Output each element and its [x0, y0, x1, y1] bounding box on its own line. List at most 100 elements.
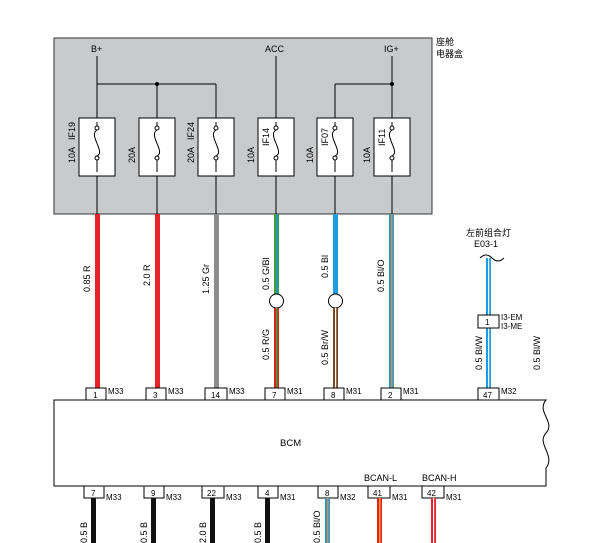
signal-label-bcan-l: BCAN-L [364, 473, 397, 483]
pin-connector: M33 [108, 387, 124, 396]
pin-number: 3 [153, 391, 158, 400]
fuse-rating: 10A [246, 147, 256, 163]
fuse-5: 10A IF11 [362, 117, 411, 177]
wire-label: 1.25 Gr [201, 264, 211, 294]
wire-lower-label: 0.5 Br/W [320, 329, 330, 365]
wire-label: 0.5 B [253, 522, 263, 543]
fuse-2: 20A IF24 [186, 117, 235, 177]
lamp-connector-a: I3-EM [501, 313, 523, 322]
fuse-rating: 20A [186, 147, 196, 163]
fuse-box-title-line1: 座舱 [436, 36, 454, 47]
fuse-0: 10A IF19 [67, 117, 116, 177]
fuse-4: 10A IF07 [305, 117, 354, 177]
wire-4: 0.5 Bl 0.5 Br/W [320, 214, 343, 388]
pin-number: 7 [272, 391, 277, 400]
pin-connector: M33 [166, 493, 182, 502]
pin-number: 2 [388, 391, 393, 400]
fuse-rating: 10A [305, 147, 315, 163]
fuse-box-title-line2: 电器盒 [436, 48, 463, 59]
cut-wire-icon [479, 254, 505, 262]
fuse-box [53, 37, 433, 215]
fuse-name: IF19 [67, 122, 77, 140]
bottom-wire-6 [431, 498, 436, 543]
pin-connector: M32 [501, 387, 517, 396]
pin-connector: M33 [229, 387, 245, 396]
pin-number: 41 [373, 489, 382, 498]
fuse-rating: 10A [67, 147, 77, 163]
pin-number: 8 [325, 489, 330, 498]
wire-label: 0.5 Bl/O [376, 259, 386, 292]
wire-label: 0.5 B [139, 522, 149, 543]
pin-number: 14 [211, 391, 220, 400]
wire-2: 1.25 Gr [201, 214, 219, 388]
wire-label: 0.5 Bl/O [312, 510, 322, 543]
bcm-bottom-pins [83, 485, 445, 499]
splice-node [269, 293, 284, 309]
fuse-name: IF14 [261, 128, 271, 146]
pin-number: 9 [151, 489, 156, 498]
pin-connector: M33 [168, 387, 184, 396]
pin-number: 47 [483, 391, 492, 400]
fuse-rating: 10A [362, 147, 372, 163]
source-label-acc: ACC [265, 44, 285, 54]
bcm-bottom-pin-labels: 7 M33 9 M33 22 M33 4 M31 8 M32 41 M31 42… [91, 489, 462, 502]
signal-label-bcan-h: BCAN-H [422, 473, 457, 483]
lamp-wire-label-right: 0.5 Bl/W [532, 335, 542, 370]
lamp-pin: 1 [485, 318, 490, 327]
wire-1: 2.0 R [142, 214, 160, 388]
bottom-wire-1: 0.5 B [139, 498, 156, 543]
wire-3: 0.5 G/Bl 0.5 R/G [261, 214, 284, 388]
pin-number: 22 [207, 489, 216, 498]
pin-number: 4 [265, 489, 270, 498]
fuse-rating: 20A [127, 147, 137, 163]
wire-label: 2.0 R [142, 264, 152, 286]
pin-connector: M31 [346, 387, 362, 396]
pin-number: 7 [91, 489, 96, 498]
lamp-connector-b: I3-ME [501, 322, 522, 331]
wire-0: 0.85 R [82, 214, 100, 388]
fuse-3: 10A IF14 [246, 117, 295, 177]
lamp-branch: 左前组合灯 E03-1 1 I3-EM I3-ME 0.5 Bl/W 0.5 B… [466, 227, 542, 388]
lamp-wire-label: 0.5 Bl/W [474, 335, 484, 370]
bcm-label: BCM [280, 438, 301, 449]
fuse-bus-lines [96, 56, 393, 214]
source-label-bplus: B+ [91, 44, 102, 54]
pin-connector: M31 [280, 493, 296, 502]
pin-connector: M31 [287, 387, 303, 396]
wire-label: 0.5 Bl [320, 255, 330, 278]
pin-connector: M31 [392, 493, 408, 502]
fuse-name: IF24 [186, 122, 196, 140]
pin-connector: M32 [340, 493, 356, 502]
wire-5: 0.5 Bl/O [376, 214, 394, 388]
bottom-wire-5 [377, 498, 382, 543]
bottom-wire-3: 0.5 B [253, 498, 270, 543]
bottom-wire-4: 0.5 Bl/O [312, 498, 330, 543]
pin-connector: M33 [226, 493, 242, 502]
wire-label: 0.5 B [79, 522, 89, 543]
fuse-name: IF07 [320, 128, 330, 146]
pin-number: 42 [427, 489, 436, 498]
pin-number: 8 [331, 391, 336, 400]
wire-lower-label: 0.5 R/G [261, 329, 271, 360]
bottom-wire-2: 2.0 B [198, 498, 215, 543]
fuse-1: 20A [127, 117, 176, 177]
lamp-title: 左前组合灯 [466, 227, 511, 238]
wire-label: 2.0 B [198, 522, 208, 543]
lamp-connector [477, 314, 500, 329]
lamp-code: E03-1 [474, 239, 498, 249]
wire-label: 0.5 G/Bl [261, 257, 271, 290]
pin-connector: M31 [403, 387, 419, 396]
bottom-wire-0: 0.5 B [79, 498, 96, 543]
pin-connector: M31 [446, 493, 462, 502]
wire-label: 0.85 R [82, 265, 92, 292]
fuse-name: IF11 [377, 129, 387, 146]
bus-junction-dots [155, 82, 394, 86]
source-label-igplus: IG+ [384, 44, 399, 54]
pin-connector: M33 [106, 493, 122, 502]
pin-number: 1 [93, 391, 98, 400]
bcm-top-pin-labels: 1 M33 3 M33 14 M33 7 M31 8 M31 2 M31 47 … [93, 387, 517, 400]
splice-node [328, 293, 343, 309]
bcm-module [53, 399, 550, 487]
